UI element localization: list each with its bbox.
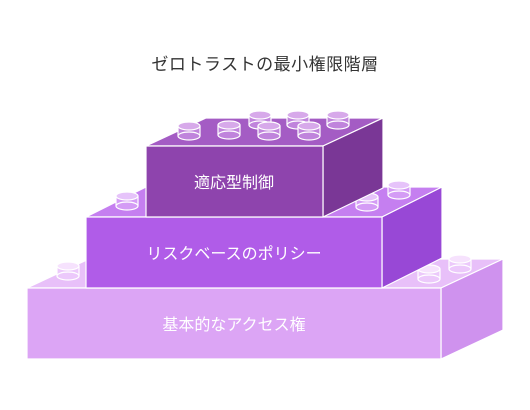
- stud-3: [448, 254, 472, 274]
- brick-basic-access-front: [26, 287, 442, 360]
- stud-1: [56, 261, 80, 281]
- brick-risk-policy-studs: [115, 180, 411, 212]
- brick-adaptive-control-studs: [177, 110, 350, 141]
- brick-risk-policy-front: [85, 216, 383, 289]
- stud-3: [387, 180, 411, 200]
- brick-adaptive-control-label: 適応型制御: [194, 173, 274, 192]
- stud-front-1: [177, 121, 201, 141]
- diagram-title: ゼロトラストの最小権限階層: [151, 55, 379, 75]
- stud-1: [115, 191, 139, 211]
- brick-basic-access-label: 基本的なアクセス権: [162, 315, 305, 334]
- stud-front-4: [297, 121, 321, 141]
- brick-risk-policy-label: リスクベースのポリシー: [146, 244, 321, 263]
- stud-back-3: [326, 110, 350, 130]
- brick-adaptive-control-front: [145, 145, 324, 218]
- brick-adaptive-control: 適応型制御: [145, 110, 384, 218]
- stud-front-3: [257, 121, 281, 141]
- stud-front-2: [217, 120, 241, 140]
- brick-basic-access-studs: [56, 254, 472, 284]
